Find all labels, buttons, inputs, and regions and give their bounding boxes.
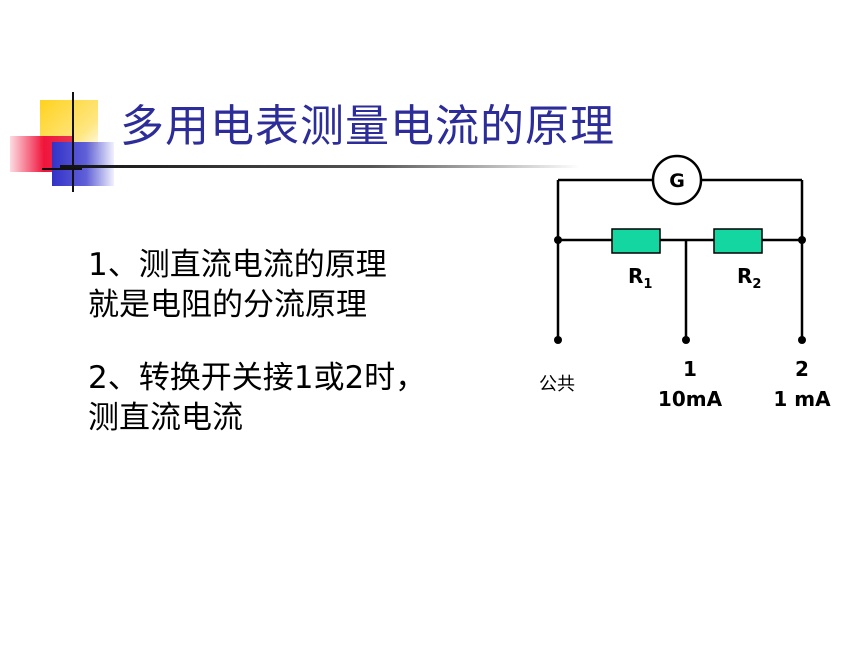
galvanometer-circle [651,154,703,206]
deco-blue-block [52,142,114,186]
circuit-wires [556,178,804,340]
resistor-r2 [713,228,763,254]
point-2-line-2: 测直流电流 [88,400,243,436]
point-2: 2、转换开关接1或2时， 测直流电流 [88,358,426,438]
title-underline [60,165,580,168]
galvanometer-label: G [669,170,685,192]
resistor-r2-label: R2 [737,264,761,292]
point-2-line-1: 2、转换开关接1或2时， [88,360,427,396]
point-1-line-2: 就是电阻的分流原理 [88,287,367,323]
terminal-common-label: 公共 [539,374,575,395]
terminal-2-range: 1 mA [773,387,831,411]
terminal-dot-common [554,336,562,344]
terminal-2-label: 2 [795,357,809,381]
terminal-1-label: 1 [683,357,697,381]
deco-horizontal-line [42,168,82,170]
point-1: 1、测直流电流的原理 就是电阻的分流原理 [88,245,387,325]
point-1-line-1: 1、测直流电流的原理 [88,247,387,283]
terminal-1-range: 10mA [658,387,723,411]
junction-right [798,236,806,244]
resistor-r1 [611,228,661,254]
page-title: 多用电表测量电流的原理 [120,101,615,152]
deco-vertical-line [72,92,74,192]
resistor-r1-label: R1 [628,264,652,292]
terminal-dot-2 [798,336,806,344]
junction-left [554,236,562,244]
terminal-dot-1 [682,336,690,344]
